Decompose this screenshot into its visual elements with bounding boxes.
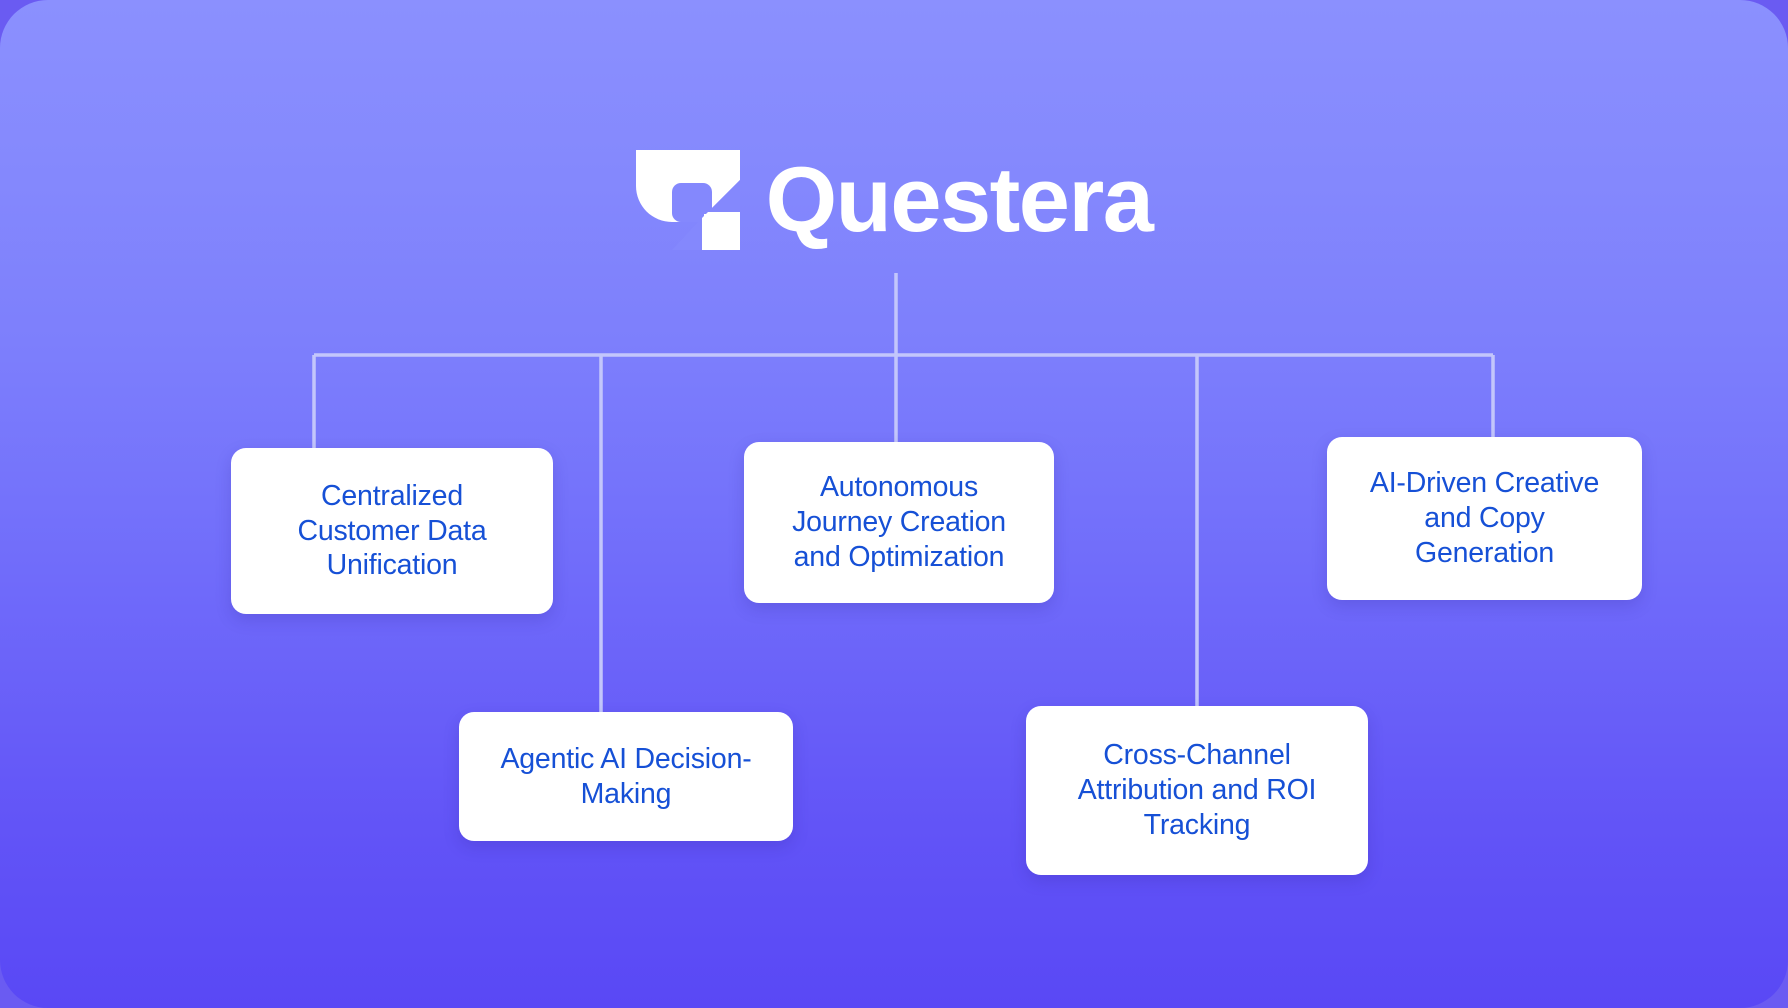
node-card-label: Autonomous Journey Creation and Optimiza… [792, 471, 1006, 573]
brand-lockup: Questera [0, 140, 1788, 260]
node-card-centralized-customer-data-unification[interactable]: Centralized Customer Data Unification [231, 448, 553, 614]
questera-logo-mark [635, 150, 740, 250]
node-card-autonomous-journey-creation[interactable]: Autonomous Journey Creation and Optimiza… [744, 442, 1054, 603]
node-card-label: Cross-Channel Attribution and ROI Tracki… [1077, 739, 1317, 841]
node-card-label: Agentic AI Decision- Making [500, 742, 752, 810]
node-card-label: Centralized Customer Data Unification [297, 479, 487, 582]
node-card-cross-channel-attribution[interactable]: Cross-Channel Attribution and ROI Tracki… [1026, 706, 1368, 875]
node-card-agentic-ai-decision-making[interactable]: Agentic AI Decision- Making [459, 712, 793, 841]
brand-name: Questera [765, 149, 1154, 251]
node-card-label: AI-Driven Creative and Copy Generation [1369, 467, 1600, 569]
node-card-ai-driven-creative-copy[interactable]: AI-Driven Creative and Copy Generation [1327, 437, 1642, 600]
